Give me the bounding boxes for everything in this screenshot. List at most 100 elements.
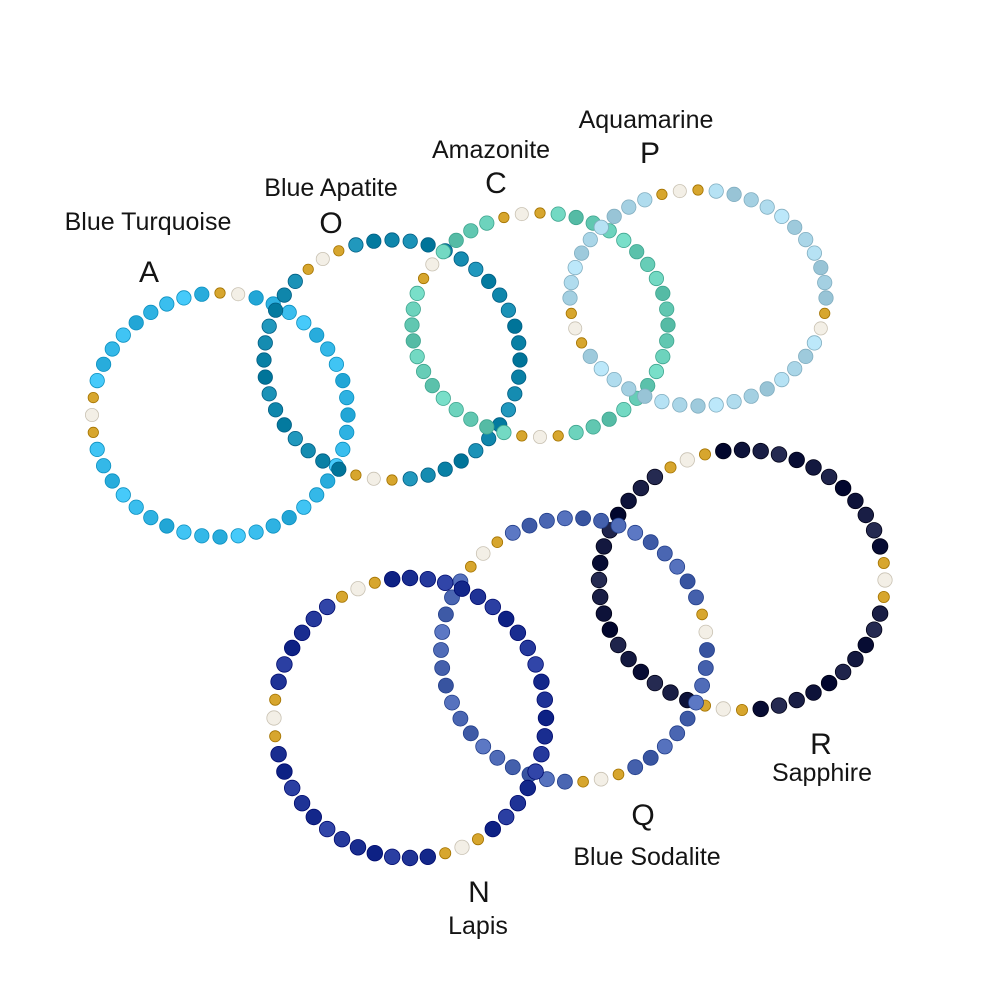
- pearl-bead: [715, 701, 731, 717]
- stone-bead: [662, 684, 679, 701]
- stone-bead: [409, 285, 425, 301]
- stone-bead: [420, 237, 436, 253]
- stone-bead: [509, 795, 527, 812]
- pearl-bead: [679, 452, 695, 468]
- stone-bead: [437, 574, 454, 592]
- stone-bead: [284, 639, 301, 657]
- stone-bead: [194, 528, 210, 544]
- gold-bead: [699, 448, 712, 461]
- stone-bead: [620, 492, 637, 510]
- stone-bead: [616, 401, 632, 418]
- gold-bead: [736, 704, 749, 717]
- stone-bead: [320, 473, 336, 489]
- stone-bead: [489, 749, 506, 766]
- stone-bead: [557, 773, 573, 790]
- pearl-bead: [425, 257, 440, 272]
- stone-bead: [320, 341, 336, 357]
- stone-bead: [697, 660, 714, 676]
- label-name-n: Lapis: [448, 912, 508, 940]
- stone-bead: [527, 656, 544, 673]
- stone-bead: [699, 642, 715, 658]
- stone-bead: [481, 273, 497, 289]
- stone-bead: [496, 424, 512, 441]
- stone-bead: [437, 677, 454, 694]
- bracelet-blue-apatite: [256, 232, 528, 487]
- stone-bead: [437, 606, 454, 623]
- stone-bead: [857, 506, 875, 524]
- stone-bead: [452, 710, 469, 727]
- pearl-bead: [593, 771, 609, 787]
- stone-bead: [669, 725, 686, 742]
- stone-bead: [610, 517, 627, 534]
- stone-bead: [536, 728, 554, 745]
- pearl-bead: [366, 471, 381, 486]
- stone-bead: [688, 589, 704, 606]
- stone-bead: [627, 759, 644, 776]
- stone-bead: [537, 709, 555, 727]
- stone-bead: [774, 208, 790, 224]
- stone-bead: [340, 407, 356, 423]
- stone-bead: [115, 327, 131, 343]
- stone-bead: [348, 237, 364, 253]
- label-letter-c: C: [485, 167, 507, 200]
- stone-bead: [606, 208, 622, 224]
- stone-bead: [276, 417, 292, 433]
- stone-bead: [335, 372, 351, 389]
- stone-bead: [498, 808, 515, 826]
- gold-bead: [656, 188, 668, 200]
- stone-bead: [500, 402, 516, 418]
- stone-bead: [159, 518, 175, 534]
- pearl-bead: [698, 624, 714, 640]
- stone-bead: [479, 419, 495, 435]
- stone-bead: [424, 377, 440, 394]
- stone-bead: [333, 831, 351, 848]
- stone-bead: [592, 554, 609, 572]
- stone-bead: [293, 624, 311, 642]
- stone-bead: [500, 302, 516, 318]
- gold-bead: [575, 337, 588, 349]
- stone-bead: [287, 430, 303, 447]
- stone-bead: [448, 401, 464, 418]
- stone-bead: [646, 468, 664, 486]
- gold-bead: [471, 833, 484, 846]
- pearl-bead: [231, 287, 246, 302]
- pearl-bead: [672, 184, 687, 199]
- stone-bead: [339, 424, 355, 440]
- stone-bead: [582, 232, 598, 248]
- label-letter-r: R: [810, 728, 832, 761]
- bracelet-amazonite: [404, 206, 676, 444]
- stone-bead: [349, 839, 367, 856]
- stone-bead: [405, 333, 421, 349]
- stone-bead: [479, 215, 495, 231]
- stone-bead: [659, 333, 675, 349]
- stone-bead: [679, 710, 696, 727]
- stone-bead: [511, 335, 527, 351]
- gold-bead: [498, 211, 510, 224]
- stone-bead: [315, 453, 331, 469]
- label-letter-a: A: [138, 256, 160, 289]
- stone-bead: [434, 624, 451, 640]
- stone-bead: [309, 327, 325, 343]
- stone-bead: [462, 725, 479, 742]
- stone-bead: [507, 318, 523, 334]
- stone-bead: [582, 348, 598, 364]
- stone-bead: [194, 286, 210, 302]
- stone-bead: [759, 381, 775, 397]
- stone-bead: [527, 763, 544, 780]
- stone-bead: [632, 479, 650, 497]
- stone-bead: [89, 441, 105, 457]
- gold-bead: [534, 207, 546, 219]
- stone-bead: [435, 390, 451, 406]
- pearl-bead: [454, 839, 470, 855]
- stone-bead: [590, 571, 608, 589]
- stone-bead: [319, 598, 336, 616]
- stone-bead: [475, 738, 492, 755]
- stone-bead: [143, 304, 159, 320]
- stone-bead: [759, 199, 775, 215]
- stone-bead: [562, 290, 578, 306]
- stone-bead: [420, 467, 436, 483]
- stone-bead: [563, 274, 579, 291]
- stone-bead: [384, 571, 401, 588]
- stone-bead: [267, 402, 284, 418]
- stone-bead: [642, 534, 659, 551]
